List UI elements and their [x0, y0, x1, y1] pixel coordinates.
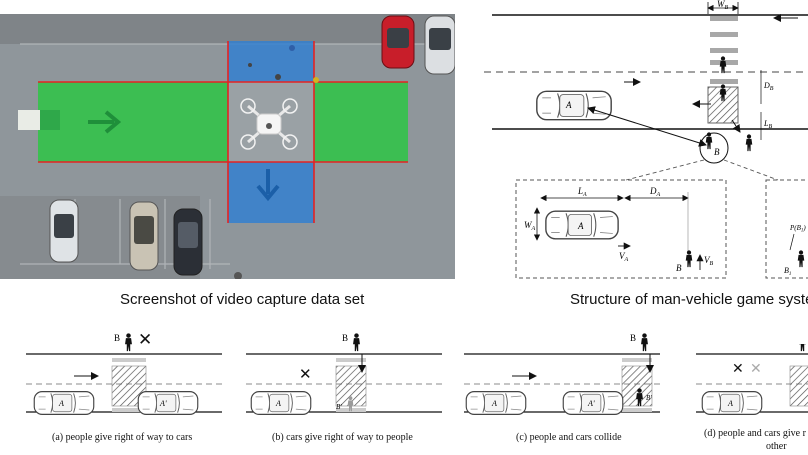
label-va: VA — [619, 251, 629, 263]
grid-lines — [38, 41, 408, 223]
svg-text:A': A' — [159, 399, 167, 408]
photo-caption: Screenshot of video capture data set — [120, 291, 365, 308]
car-icon — [49, 15, 455, 276]
car-a: A — [33, 390, 95, 416]
pedestrian-b-prime-label: B' — [646, 394, 652, 402]
detail-box-right — [765, 179, 808, 279]
scenario-d-caption-line2: other — [766, 441, 787, 452]
scenario-a: A A' B ✕ (a) people give right of way to… — [26, 330, 222, 454]
car-a: A — [250, 391, 312, 415]
pedestrian-icon — [125, 333, 132, 352]
scenario-d: A ✕ ✕ B (d) people and cars give r other — [696, 344, 808, 454]
pedestrian-icon — [234, 45, 319, 279]
pedestrian-b-label: B — [342, 333, 349, 343]
pedestrian-b-highlight — [699, 132, 729, 164]
car-a-detail: A — [545, 210, 619, 240]
car-a: A — [465, 391, 527, 415]
scenario-b: A B' B ✕ (b) cars give right of way to p… — [246, 333, 442, 454]
pedestrian-b-label: B — [114, 333, 121, 343]
pedestrian-icon — [685, 250, 693, 268]
pedestrian-icon — [745, 134, 753, 152]
utility-cart — [18, 110, 60, 130]
scenario-c-caption: (c) people and cars collide — [516, 432, 622, 443]
pedestrian-b-label: B — [630, 333, 637, 343]
conflict-zone — [789, 365, 808, 407]
arrow-down-icon — [256, 169, 280, 202]
scenario-c: A A' B' B (c) people and cars collide — [464, 333, 660, 454]
label-wa: WA — [524, 220, 536, 232]
blocked-x-icon: ✕ — [138, 330, 153, 350]
label-lb: LB — [763, 119, 772, 130]
scenario-a-caption: (a) people give right of way to cars — [52, 432, 193, 443]
conflict-zone — [621, 365, 653, 407]
blocked-x-icon: ✕ — [299, 365, 312, 383]
pedestrian-icon — [719, 56, 727, 74]
structure-caption: Structure of man-vehicle game system — [570, 291, 808, 308]
label-b1: B1 — [784, 266, 791, 277]
car-a: A — [701, 391, 763, 415]
label-da: DA — [649, 186, 661, 198]
car-a-prime: A' — [562, 391, 624, 415]
svg-text:A: A — [491, 399, 497, 408]
label-b-detail: B — [676, 263, 682, 273]
svg-text:A: A — [577, 221, 584, 231]
pedestrian-b-prime-label: B' — [336, 403, 342, 411]
detail-box-left — [515, 179, 727, 279]
pedestrian-icon — [353, 333, 360, 352]
blocked-x-icon: ✕ — [750, 361, 762, 377]
label-la: LA — [577, 186, 587, 198]
label-vb: VB — [704, 255, 714, 267]
label-wb: WB — [717, 0, 729, 11]
crosswalk-stripes — [707, 16, 739, 124]
pedestrian-icon — [797, 250, 805, 268]
blocked-x-icon: ✕ — [732, 361, 744, 377]
drone-icon — [240, 98, 298, 150]
svg-text:A: A — [565, 100, 572, 110]
video-capture-screenshot — [0, 14, 455, 279]
scenario-b-caption: (b) cars give right of way to people — [272, 432, 413, 443]
car-a-prime: A' — [137, 390, 199, 416]
label-pb1: P(B1) — [789, 224, 806, 234]
svg-text:A: A — [275, 399, 281, 408]
game-structure-diagram: WB DB LB A B LA DA WA A — [478, 0, 808, 282]
pedestrian-b-label: B — [714, 147, 720, 157]
svg-text:A: A — [727, 399, 733, 408]
car-a: A — [536, 90, 612, 121]
label-db: DB — [763, 81, 774, 92]
pedestrian-icon — [799, 344, 806, 352]
arrow-right-icon — [88, 110, 122, 134]
svg-text:A': A' — [587, 399, 595, 408]
scenario-d-caption: (d) people and cars give r — [704, 428, 806, 439]
pedestrian-icon — [641, 333, 648, 352]
svg-text:A: A — [58, 399, 64, 408]
